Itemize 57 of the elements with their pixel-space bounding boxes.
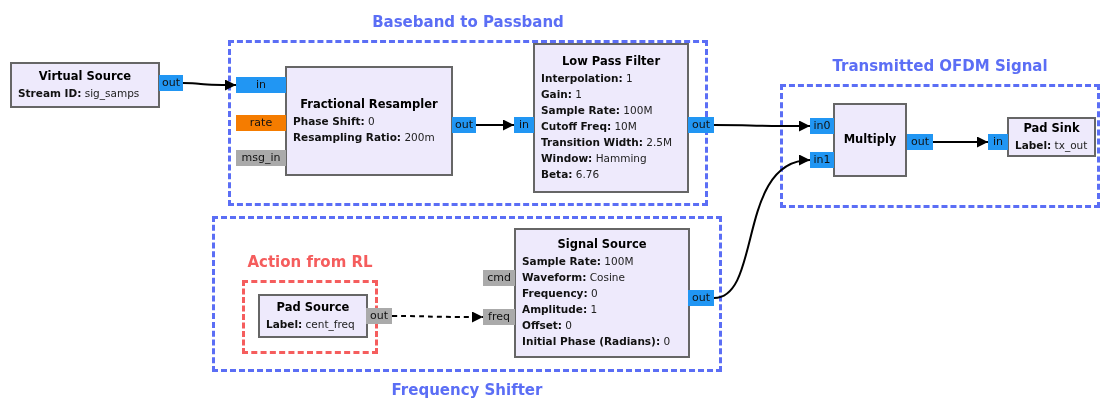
port-tab: in0 <box>810 118 834 134</box>
arrow <box>475 119 515 131</box>
parameter-text: Label: cent_freq <box>266 317 356 332</box>
port-tab: freq <box>483 309 515 325</box>
parameter-text: Window: Hamming <box>541 151 648 166</box>
port-tab: in <box>236 77 286 93</box>
arrow <box>932 136 989 148</box>
block-title: Pad Sink <box>1022 121 1081 135</box>
parameter-text: Transition Width: 2.5M <box>541 135 674 150</box>
block-box <box>258 294 368 338</box>
block-box <box>533 43 689 193</box>
block-title: Multiply <box>842 132 898 146</box>
block-box <box>833 103 907 177</box>
arrow <box>182 79 237 91</box>
group-title: Baseband to Passband <box>372 13 564 31</box>
parameter-text: Beta: 6.76 <box>541 167 601 182</box>
parameter-text: Offset: 0 <box>522 318 574 333</box>
block-box <box>10 62 160 108</box>
parameter-text: Initial Phase (Radians): 0 <box>522 334 672 349</box>
port-tab: out <box>452 117 476 133</box>
block-box <box>285 66 453 176</box>
arrow <box>391 311 484 323</box>
group-title: Action from RL <box>247 253 373 271</box>
port-tab: out <box>159 75 183 91</box>
block-title: Low Pass Filter <box>560 54 662 68</box>
block-title: Fractional Resampler <box>299 97 439 111</box>
parameter-text: Stream ID: sig_samps <box>18 86 141 101</box>
parameter-text: Resampling Ratio: 200m <box>293 130 436 145</box>
parameter-text: Frequency: 0 <box>522 286 599 301</box>
port-tab: rate <box>236 115 286 131</box>
port-tab: out <box>907 134 933 150</box>
parameter-text: Label: tx_out <box>1015 138 1088 153</box>
parameter-text: Interpolation: 1 <box>541 71 634 86</box>
port-tab: in <box>514 117 534 133</box>
parameter-text: Waveform: Cosine <box>522 270 626 285</box>
port-tab: msg_in <box>236 150 286 166</box>
group-title: Transmitted OFDM Signal <box>832 57 1048 75</box>
block-box <box>1007 117 1096 157</box>
block-title: Virtual Source <box>37 69 133 83</box>
arrow <box>713 156 811 299</box>
group-title: Frequency Shifter <box>391 381 543 399</box>
block-title: Pad Source <box>275 300 351 314</box>
port-tab: out <box>688 117 714 133</box>
port-tab: out <box>366 308 392 324</box>
block-box <box>514 228 690 358</box>
parameter-text: Gain: 1 <box>541 87 583 102</box>
port-tab: out <box>688 290 714 306</box>
arrow <box>713 120 811 132</box>
port-tab: cmd <box>483 270 515 286</box>
port-tab: in <box>988 134 1008 150</box>
parameter-text: Sample Rate: 100M <box>522 254 635 269</box>
parameter-text: Sample Rate: 100M <box>541 103 654 118</box>
block-title: Signal Source <box>556 237 648 251</box>
parameter-text: Phase Shift: 0 <box>293 114 376 129</box>
port-tab: in1 <box>810 152 834 168</box>
parameter-text: Amplitude: 1 <box>522 302 599 317</box>
parameter-text: Cutoff Freq: 10M <box>541 119 638 134</box>
